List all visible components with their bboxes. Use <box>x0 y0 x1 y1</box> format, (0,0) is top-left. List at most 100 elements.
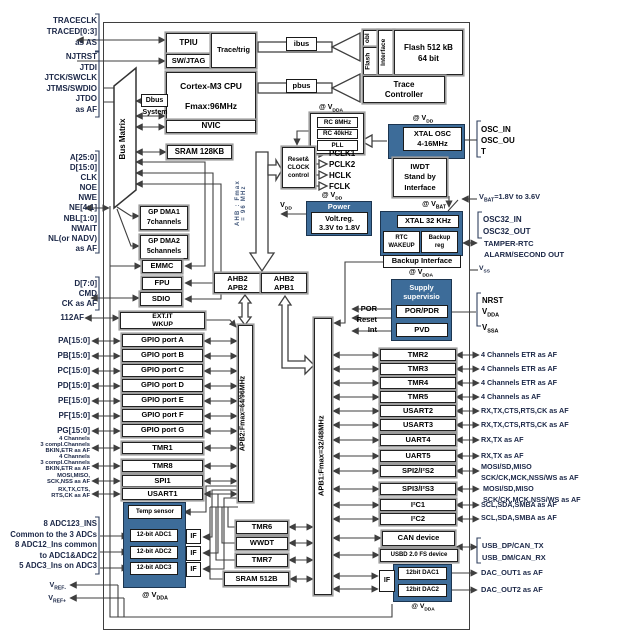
jtag-pins-text: as AF <box>75 104 98 114</box>
spi3-pin-text: MOSI/SD,MISO <box>483 484 534 493</box>
adc-pins-text: 8 ADC123_INS <box>43 519 97 528</box>
apb2-connector-arrow <box>237 293 253 327</box>
iwdt-block-text: Interface <box>404 182 436 192</box>
vbat-range-label-text: VBAT=1.8V to 3.6V <box>479 192 540 204</box>
sram512-block: SRAM 512B <box>224 572 289 586</box>
backup-reg-block-text: reg <box>434 243 445 249</box>
usb-can-pins-text: USB_DP/CAN_TX <box>482 541 544 550</box>
emmc-block: EMMC <box>142 260 182 273</box>
wire <box>183 485 238 516</box>
uart5-pin-text: RX,TX as AF <box>481 451 524 460</box>
vref-plus-pin-text: VREF+ <box>48 593 66 605</box>
fsmc-pins-text: NBL[1:0] <box>63 213 97 223</box>
wire <box>135 158 206 270</box>
adc3-block-text: 12-bit ADC3 <box>136 564 172 572</box>
jtag-pins-bracket <box>95 50 100 118</box>
tamper-pins-text: TAMPER-RTC <box>484 239 534 248</box>
wire <box>333 261 383 327</box>
apb1-bus-label: APB1:Fmax=32/48MHz <box>316 325 329 587</box>
iwdt-block-text: IWDT <box>410 161 430 171</box>
rc8mhz-block-text: RC 8MHz <box>323 118 352 126</box>
supply-header-text: Supply <box>409 283 434 292</box>
power-header-text: Power <box>327 202 351 211</box>
wire <box>215 507 236 561</box>
tmr5-pin-text: 4 Channels as AF <box>481 392 541 401</box>
jtag-pins-text: JTDO <box>75 94 97 104</box>
at-vdda-supply-text: @ VDDA <box>408 269 434 279</box>
flash-interface-label-text: Interface <box>379 38 387 66</box>
uart4-pin-text: RX,TX as AF <box>481 435 524 444</box>
i2c1-pin: SCL,SDA,SMBA as AF <box>481 500 611 510</box>
at-vdda-dac-text: @ VDDA <box>411 603 435 613</box>
vdd-out-label: VDD <box>270 202 302 212</box>
sdio-block: SDIO <box>140 292 182 306</box>
usart3-block: USART3 <box>380 419 456 431</box>
gpio-e-block-text: GPIO port E <box>141 395 184 405</box>
nrst-pins-text: VSSA <box>482 322 499 335</box>
at-vdda-dac: @ VDDA <box>398 603 448 613</box>
tmr8-block: TMR8 <box>122 460 203 472</box>
gpio-d-block: GPIO port D <box>122 379 203 392</box>
flash-word-label-text: Flash <box>363 52 371 70</box>
gpio-g-block-text: GPIO port G <box>140 425 185 435</box>
gpio-d-pin-text: PD[15:0] <box>57 381 90 390</box>
at-vdd-power: @ VDD <box>312 192 352 202</box>
fclk-label-text: FCLK <box>329 182 351 191</box>
flash-interface-label: Interface <box>379 30 392 74</box>
ahb-clock-branch-arrow <box>267 157 283 183</box>
gpio-e-pin: PE[15:0] <box>10 396 90 406</box>
tmr1-pins-text: 4 Channels <box>59 436 90 442</box>
gp-dma1-block-text: 7channels <box>146 219 182 226</box>
ahb2-apb2-block-text: AHB2 <box>227 274 248 283</box>
flash-interface-cell <box>378 30 394 75</box>
tmr8-pins-text: BKIN,ETR as AF <box>45 466 90 472</box>
dac1-block-text: 12bit DAC1 <box>405 569 439 577</box>
spi3-i2s3-block-text: SPI3/I²S3 <box>401 483 435 493</box>
extit-wkup-block-text: WKUP <box>152 320 173 328</box>
wire <box>227 507 236 528</box>
usart1-block-text: USART1 <box>147 488 178 498</box>
ibus-label-box: ibus <box>286 37 317 51</box>
xtal32-block: XTAL 32 KHz <box>397 215 459 228</box>
rc40khz-block-text: RC 40kHz <box>322 130 353 138</box>
tmr3-pin-text: 4 Channels ETR as AF <box>481 364 558 373</box>
tpiu-block: TPIU <box>166 33 211 54</box>
bus-matrix-shape <box>113 66 137 210</box>
at-vbat: @ VBAT <box>412 199 456 210</box>
pvd-block: PVD <box>396 323 448 337</box>
gpio-b-block-text: GPIO port B <box>141 350 184 360</box>
hclk-label-text: HCLK <box>329 171 352 180</box>
adc-pins-text: 8 ADC12_Ins common <box>14 540 97 550</box>
usart3-block-text: USART3 <box>402 419 433 429</box>
por-reset-int-labels-text: Int <box>367 325 377 334</box>
dbus-box-text: Dbus <box>145 96 164 104</box>
trace-pins-bracket <box>95 13 100 53</box>
tmr5-pin: 4 Channels as AF <box>481 392 611 402</box>
trace-controller-block-text: Controller <box>384 89 424 99</box>
usart1-block: USART1 <box>122 488 203 500</box>
tmr1-pins-text: BKIN,ETR as AF <box>45 448 90 454</box>
vref-minus-pin-text: VREF- <box>49 580 66 592</box>
hclk-triangle <box>318 169 329 181</box>
ibus-arrowhead <box>330 31 361 63</box>
spi2-pin-text: MOSI/SD,MISO <box>481 462 532 471</box>
vss-label-text: VSS <box>479 265 490 275</box>
gpio-f-block: GPIO port F <box>122 409 203 422</box>
fpu-block-text: FPU <box>154 278 170 288</box>
apb2-bus-bar <box>238 325 253 502</box>
wire <box>209 507 224 580</box>
usbd-block: USBD 2.0 FS device <box>380 549 458 562</box>
osc32-pins-text: OSC32_OUT <box>483 227 531 236</box>
vss-label: VSS <box>479 265 509 275</box>
fclk-label: FCLK <box>329 182 365 192</box>
swjtag-block-text: SW/JTAG <box>171 55 206 65</box>
supply-header-text: supervisio <box>403 292 440 301</box>
gpio-f-pin-text: PF[15:0] <box>58 411 90 420</box>
wwdt-block-text: WWDT <box>249 538 275 548</box>
